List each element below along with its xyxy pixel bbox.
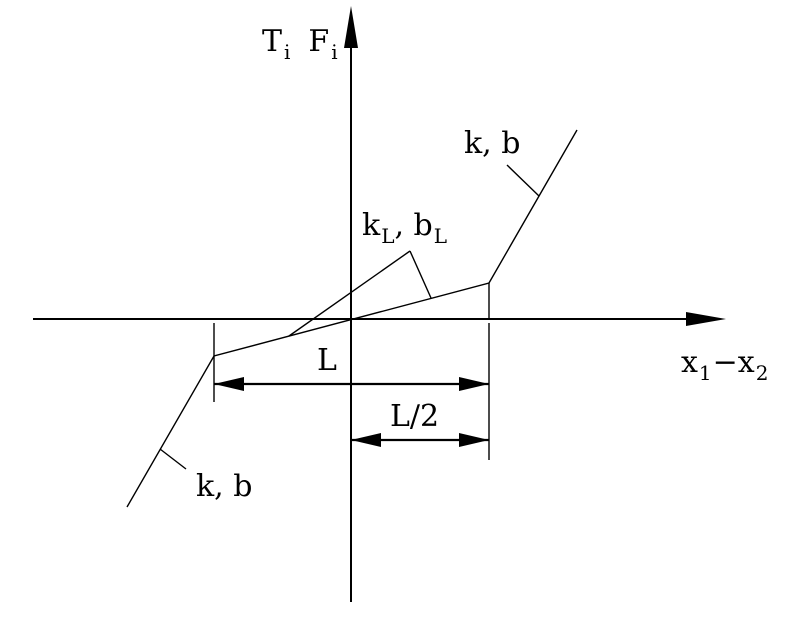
x-axis-label: x1−x2: [681, 345, 768, 385]
outer-slope-label-upper: k, b: [464, 126, 520, 161]
inner-slope-line: [288, 250, 411, 337]
x-axis-arrowhead: [686, 312, 726, 326]
leader-inner: [409, 250, 432, 299]
outer-slope-label-lower: k, b: [196, 469, 252, 504]
dimension-label-half-L: L/2: [390, 399, 439, 434]
leader-lower: [159, 448, 187, 470]
dimension-label-L: L: [317, 343, 337, 378]
inner-slope-label: kL, bL: [362, 208, 447, 248]
y-axis-arrowhead: [344, 6, 358, 48]
leader-upper: [506, 164, 540, 197]
characteristic-curve: [126, 129, 578, 508]
